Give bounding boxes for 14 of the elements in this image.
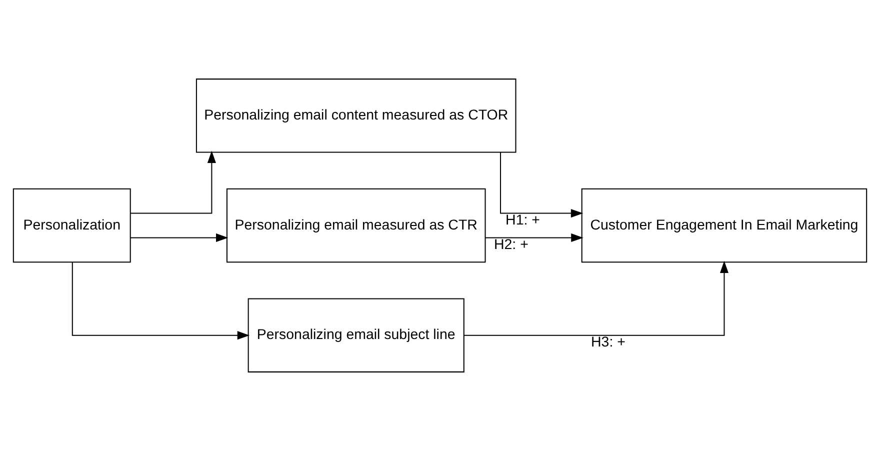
node-box: Personalization bbox=[12, 188, 130, 262]
node-box: Personalizing email measured as CTR bbox=[226, 188, 486, 262]
arrow bbox=[71, 262, 250, 340]
node-box: Customer Engagement In Email Marketing bbox=[580, 188, 867, 262]
arrow bbox=[500, 152, 583, 218]
node-box: Personalizing email content measured as CTOR bbox=[195, 78, 516, 152]
edge-label: H1: + bbox=[505, 212, 540, 228]
arrow bbox=[130, 232, 228, 242]
arrow bbox=[130, 150, 216, 214]
node-box: Personalizing email subject line bbox=[247, 298, 464, 372]
arrow bbox=[464, 260, 728, 336]
arrow bbox=[484, 232, 583, 242]
edge-label: H2: + bbox=[494, 236, 528, 253]
edge-label: H3: + bbox=[590, 334, 625, 350]
